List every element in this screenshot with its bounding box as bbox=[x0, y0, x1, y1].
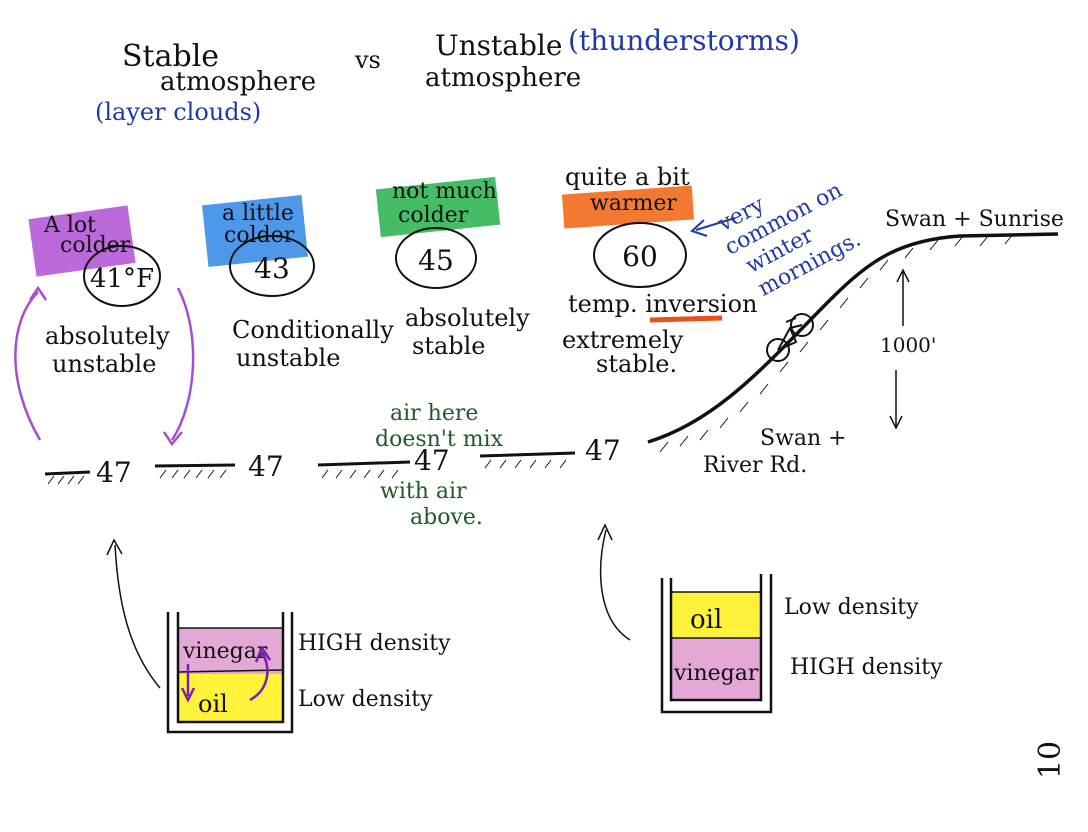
case4-desc-line2: warmer bbox=[590, 191, 677, 216]
case3-desc-line1: not much bbox=[392, 179, 497, 204]
jar2-top-layer bbox=[671, 592, 761, 638]
jar1-rise-arrow bbox=[249, 651, 269, 702]
case2-class-line2: unstable bbox=[236, 344, 340, 372]
case2-temp-circle bbox=[229, 235, 315, 297]
height-arrowhead-up bbox=[896, 268, 910, 283]
hill-hatching bbox=[659, 233, 1014, 453]
case1-class-line2: unstable bbox=[52, 350, 156, 378]
case4-class-line3: stable. bbox=[596, 350, 677, 378]
jar2-bottom-label: HIGH density bbox=[790, 655, 943, 680]
jar1-rise-arrowhead bbox=[254, 645, 272, 663]
page-number: 10 bbox=[1033, 741, 1068, 779]
case4-temp: 60 bbox=[622, 240, 658, 273]
jar1-interface bbox=[177, 669, 284, 673]
case3-class-line1: absolutely bbox=[405, 304, 530, 332]
jar2-outline bbox=[660, 574, 773, 714]
highlight-purple bbox=[28, 205, 136, 277]
highlight-blue bbox=[202, 194, 308, 268]
case3-class-line2: stable bbox=[412, 332, 486, 360]
jar1-sink-arrowhead bbox=[180, 687, 196, 703]
case2-temp: 43 bbox=[254, 252, 290, 285]
case2-desc-line2: colder bbox=[224, 223, 295, 248]
bicycle-icon bbox=[766, 313, 814, 362]
jar2-bottom-text: vinegar bbox=[673, 661, 759, 686]
nomix-line1: air here bbox=[390, 401, 478, 426]
inversion-underline bbox=[649, 315, 723, 323]
case1-temp-circle bbox=[83, 245, 161, 307]
ground-case4: 47 bbox=[479, 434, 621, 469]
jar1-top-label: HIGH density bbox=[298, 631, 451, 656]
jar1-bottom-text: oil bbox=[198, 690, 228, 718]
hilltop-label: Swan + Sunrise bbox=[885, 207, 1064, 232]
case4-temp-circle bbox=[593, 222, 687, 288]
jar1-top-text: vinegar bbox=[182, 639, 268, 664]
heading-unstable-atmosphere: atmosphere bbox=[425, 63, 581, 93]
hill-slope bbox=[647, 232, 1059, 444]
jar2-top-text: oil bbox=[690, 605, 722, 635]
case4-desc-line1: quite a bit bbox=[565, 163, 690, 191]
jar1-arrowhead bbox=[106, 538, 123, 556]
height-label: 1000' bbox=[880, 333, 936, 357]
purple-arrow-up bbox=[14, 291, 42, 441]
heading-stable: Stable bbox=[122, 39, 219, 74]
jar2-arrow bbox=[599, 529, 631, 641]
heading-stable-atmosphere: atmosphere bbox=[160, 67, 316, 97]
jar1-bottom-layer bbox=[178, 674, 283, 722]
case2-desc-line1: a little bbox=[222, 201, 294, 226]
case1-ground-temp: 47 bbox=[96, 456, 132, 489]
valley-label-line2: River Rd. bbox=[703, 453, 807, 478]
case3-desc-line2: colder bbox=[398, 203, 469, 228]
jar1-bottom-label: Low density bbox=[298, 687, 433, 712]
valley-label-line1: Swan + bbox=[760, 426, 847, 451]
case3-temp-circle bbox=[395, 227, 477, 289]
nomix-line4: above. bbox=[410, 505, 483, 530]
purple-arrowhead-down bbox=[162, 431, 183, 447]
ground-case3: 47 bbox=[317, 444, 450, 479]
jar2-bottom-layer bbox=[671, 638, 761, 700]
ground-case1: 47 bbox=[44, 456, 132, 489]
case4-class-line2: extremely bbox=[562, 326, 684, 354]
case4-ground-temp: 47 bbox=[585, 434, 621, 467]
purple-arrowhead-up bbox=[28, 285, 48, 301]
nomix-line3: with air bbox=[380, 479, 467, 504]
winter-arrowhead bbox=[690, 219, 708, 237]
case1-temp: 41°F bbox=[90, 264, 154, 294]
case2-ground-temp: 47 bbox=[248, 450, 284, 483]
height-arrowhead-down bbox=[889, 415, 903, 430]
case1-class-line1: absolutely bbox=[45, 322, 170, 350]
heading-thunderstorms: (thunderstorms) bbox=[568, 24, 800, 57]
case4-class-line1: temp. inversion bbox=[568, 290, 758, 318]
jar2-top-label: Low density bbox=[784, 595, 919, 620]
heading-unstable: Unstable bbox=[435, 29, 562, 62]
highlight-green bbox=[375, 176, 501, 238]
ground-case2: 47 bbox=[154, 450, 284, 483]
jar1-arrow bbox=[114, 544, 161, 689]
heading-layer-clouds: (layer clouds) bbox=[95, 98, 261, 126]
winter-arrow bbox=[695, 217, 736, 231]
jar1-outline bbox=[166, 612, 294, 734]
jar2-arrowhead bbox=[597, 523, 613, 541]
highlight-orange bbox=[561, 185, 695, 229]
case2-class-line1: Conditionally bbox=[232, 316, 394, 344]
case3-ground-temp: 47 bbox=[414, 444, 450, 477]
case1-desc-line1: A lot bbox=[43, 213, 96, 238]
case3-temp: 45 bbox=[418, 244, 454, 277]
purple-arrow-down bbox=[170, 287, 195, 441]
heading-vs: vs bbox=[354, 46, 381, 74]
nomix-line2: doesn't mix bbox=[375, 427, 504, 452]
